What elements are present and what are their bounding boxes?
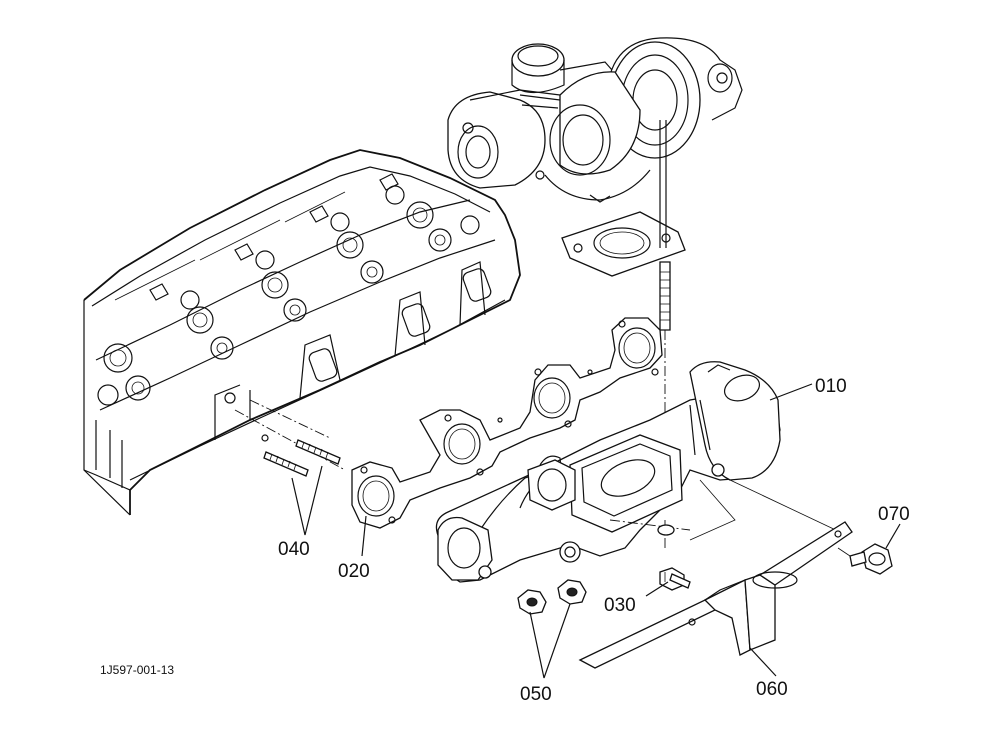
leader-lines <box>291 383 901 679</box>
part-label-020: 020 <box>338 561 370 582</box>
part-label-050: 050 <box>520 684 552 705</box>
part-label-070: 070 <box>878 504 910 525</box>
cylinder-head-drawing <box>83 149 521 516</box>
bolt-070-drawing <box>837 543 893 575</box>
washer-drawing <box>657 524 675 536</box>
leader-070 <box>885 523 901 549</box>
exhaust-manifold-drawing <box>435 361 781 583</box>
alignment-line <box>689 479 736 541</box>
manifold-gasket-drawing <box>351 317 663 529</box>
alignment-line <box>234 409 346 471</box>
bolt-030-drawing <box>659 567 691 591</box>
leader-030 <box>645 581 669 597</box>
part-label-060: 060 <box>756 679 788 700</box>
alignment-line <box>609 519 691 531</box>
leader-020 <box>361 515 367 557</box>
leader-040 <box>291 465 323 536</box>
alignment-line <box>249 399 331 439</box>
leader-050 <box>529 603 571 679</box>
part-label-010: 010 <box>815 376 847 397</box>
bracket-060-drawing <box>578 521 853 669</box>
diagram-reference-code: 1J597-001-13 <box>100 663 174 677</box>
stud-bolts-drawing <box>263 439 341 477</box>
turbo-stud-drawing <box>659 120 671 430</box>
leader-010 <box>769 383 813 401</box>
part-label-040: 040 <box>278 539 310 560</box>
leader-060 <box>749 647 777 677</box>
alignment-line <box>729 479 841 533</box>
turbocharger-drawing <box>447 37 743 203</box>
nuts-050-drawing <box>517 579 587 615</box>
part-label-030: 030 <box>604 595 636 616</box>
turbo-gasket-drawing <box>561 211 686 277</box>
